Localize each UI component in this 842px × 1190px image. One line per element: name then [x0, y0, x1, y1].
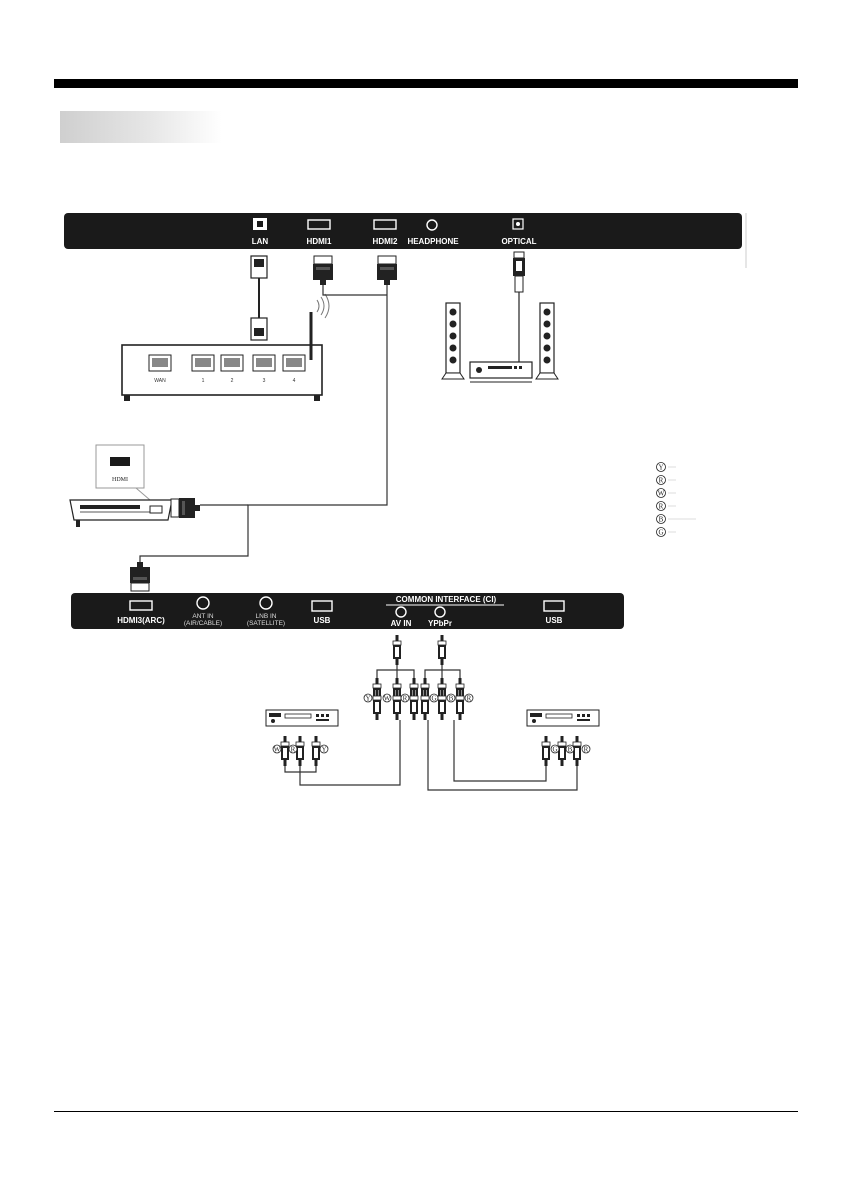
svg-text:W: W — [384, 695, 391, 703]
svg-text:Y: Y — [658, 464, 663, 472]
ypbpr-label: YPbPr — [428, 619, 452, 628]
amplifier-icon — [469, 361, 533, 383]
speaker-left-icon — [441, 302, 465, 380]
lnb-in-port: LNB IN (SATELLITE) — [247, 596, 285, 627]
hdmi1-cable — [312, 255, 387, 296]
svg-text:G: G — [431, 695, 436, 703]
usb-right-label: USB — [546, 616, 563, 625]
svg-text:R: R — [659, 477, 664, 485]
color-legend: Y R W R B G — [656, 462, 696, 537]
svg-text:1: 1 — [202, 378, 205, 384]
router-port-4: 4 — [282, 354, 306, 384]
lnb-in-label: LNB IN — [256, 613, 277, 620]
svg-text:W: W — [658, 490, 665, 498]
ant-in-port: ANT IN (AIR/CABLE) — [184, 596, 222, 627]
dvd-player-right-icon — [526, 709, 600, 727]
legend-item-green: G — [656, 527, 676, 537]
optical-port-label: OPTICAL — [501, 237, 536, 246]
lan-cable — [250, 255, 268, 341]
optical-cable — [513, 251, 525, 362]
router-port-3: 3 — [252, 354, 276, 384]
legend-item-yellow: Y — [656, 462, 676, 472]
av-cable-assembly: Y W R — [363, 634, 419, 721]
source-hdmi-plug — [170, 497, 201, 519]
speaker-right-icon — [535, 302, 559, 380]
av-cable-letters: Y W R — [363, 693, 410, 703]
footer-rule — [54, 1111, 798, 1112]
ypbpr-cable-letters: G B R — [429, 693, 474, 703]
section-tab — [60, 111, 222, 143]
svg-text:B: B — [659, 516, 664, 524]
svg-text:Y: Y — [321, 746, 326, 754]
svg-text:R: R — [584, 746, 589, 754]
svg-text:Y: Y — [365, 695, 370, 703]
av-in-label: AV IN — [391, 619, 412, 628]
hdmi2-port: HDMI2 — [373, 219, 398, 246]
svg-text:WAN: WAN — [154, 378, 166, 384]
lan-port-label: LAN — [252, 237, 269, 246]
usb-left-label: USB — [314, 616, 331, 625]
svg-text:R: R — [403, 695, 408, 703]
ypbpr-cable-assembly: G B R — [420, 634, 474, 721]
audio-system — [441, 302, 559, 383]
lnb-in-sublabel: (SATELLITE) — [247, 620, 285, 627]
wifi-icon — [316, 293, 330, 319]
svg-text:R: R — [467, 695, 472, 703]
router-port-wan: WAN — [148, 354, 172, 384]
headphone-port-label: HEADPHONE — [407, 237, 459, 246]
hdmi3-cable — [129, 561, 151, 592]
router: WAN 1 2 3 4 — [121, 312, 323, 401]
left-dvd-player: W R Y — [265, 709, 401, 786]
right-dvd-player: G B R — [427, 709, 600, 791]
legend-item-blue: B — [656, 514, 696, 524]
svg-text:4: 4 — [293, 378, 296, 384]
tv-bottom-panel: HDMI3(ARC) ANT IN (AIR/CABLE) LNB IN (SA… — [71, 593, 624, 629]
legend-item-white: W — [656, 488, 676, 498]
tv-top-panel: LAN HDMI1 HDMI2 HEADPHONE OPTICAL — [64, 213, 747, 268]
usb-right-port: USB — [543, 600, 565, 625]
svg-text:2: 2 — [231, 378, 234, 384]
av-in-port: AV IN — [391, 606, 412, 628]
router-port-2: 2 — [220, 354, 244, 384]
hdmi3-port-label: HDMI3(ARC) — [117, 616, 165, 625]
svg-text:R: R — [659, 503, 664, 511]
hdmi2-port-label: HDMI2 — [373, 237, 398, 246]
ant-in-label: ANT IN — [192, 613, 213, 620]
svg-text:R: R — [291, 746, 296, 754]
hdmi3-port: HDMI3(ARC) — [117, 600, 165, 625]
lan-port: LAN — [252, 218, 269, 246]
headphone-port: HEADPHONE — [407, 219, 459, 246]
svg-text:G: G — [658, 529, 663, 537]
usb-left-port: USB — [311, 600, 333, 625]
right-player-letters: G B R — [550, 744, 591, 754]
common-interface-slot: COMMON INTERFACE (CI) — [386, 595, 504, 606]
dvd-player-left-icon — [265, 709, 339, 727]
optical-port: OPTICAL — [501, 218, 537, 246]
legend-item-red-2: R — [656, 501, 676, 511]
common-interface-label: COMMON INTERFACE (CI) — [396, 595, 497, 604]
ypbpr-port: YPbPr — [428, 606, 452, 628]
svg-text:G: G — [552, 746, 557, 754]
hdmi-device-label: HDMI — [112, 477, 128, 483]
ant-in-sublabel: (AIR/CABLE) — [184, 620, 222, 627]
svg-text:B: B — [449, 695, 454, 703]
legend-item-red: R — [656, 475, 676, 485]
svg-text:B: B — [568, 746, 573, 754]
svg-text:3: 3 — [263, 378, 266, 384]
hdmi-source-device: HDMI — [69, 444, 248, 527]
svg-text:W: W — [274, 746, 281, 754]
hdmi1-port: HDMI1 — [307, 219, 332, 246]
hdmi2-cable — [139, 255, 398, 562]
hdmi1-port-label: HDMI1 — [307, 237, 332, 246]
header-rule — [54, 79, 798, 88]
router-port-1: 1 — [191, 354, 215, 384]
left-player-letters: W R Y — [272, 744, 329, 754]
